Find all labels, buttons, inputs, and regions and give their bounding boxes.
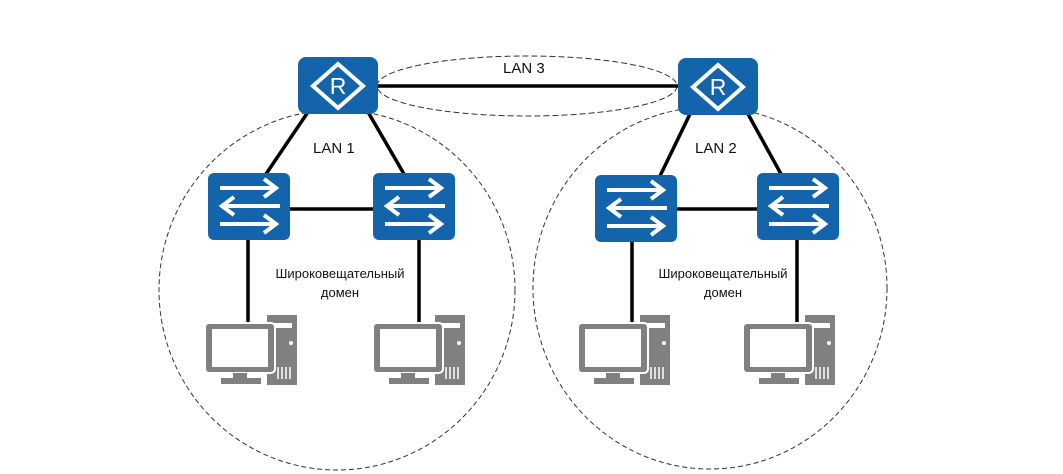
lan3-label: LAN 3 — [503, 60, 545, 77]
computer-icon — [577, 314, 671, 386]
link-router1-switch1a — [264, 111, 310, 175]
switch-icon — [593, 173, 679, 244]
broadcast-domain-line1: Широковещательный — [658, 266, 788, 281]
computer-icon — [372, 314, 466, 386]
switch-icon — [206, 171, 292, 242]
lan2-label: LAN 2 — [695, 140, 737, 157]
lan1-label: LAN 1 — [313, 140, 355, 157]
router-icon — [296, 55, 380, 116]
lan2-broadcast-domain-label: Широковещательный домен — [645, 264, 801, 302]
broadcast-domain-line2: домен — [320, 285, 360, 300]
router-icon — [676, 56, 760, 117]
switch-icon — [755, 171, 841, 242]
lan1-broadcast-domain-label: Широковещательный домен — [262, 264, 418, 302]
computer-icon — [742, 314, 836, 386]
link-router1-switch1b — [366, 111, 406, 175]
link-router2-switch2b — [746, 113, 783, 175]
link-router2-switch2a — [658, 113, 692, 177]
broadcast-domain-line1: Широковещательный — [275, 266, 405, 281]
computer-icon — [204, 314, 298, 386]
broadcast-domain-line2: домен — [703, 285, 743, 300]
switch-icon — [371, 171, 457, 242]
